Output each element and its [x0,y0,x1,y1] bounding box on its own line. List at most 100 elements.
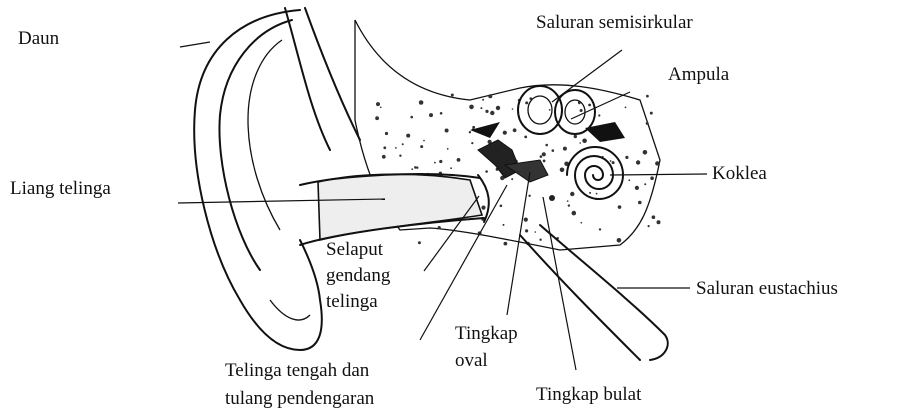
bone-speckle [490,111,494,115]
bone-speckle [503,131,507,135]
cochlea-drawing [549,147,623,201]
bone-speckle [399,155,401,157]
label-selaput-gendang-telinga: Selaput gendang telinga [326,237,390,315]
bone-speckle [385,132,388,135]
leader-tingkap-bulat [543,197,576,370]
bone-speckle [589,192,591,194]
bone-speckle [376,102,380,106]
bone-speckle [420,145,423,148]
bone-speckle [525,229,528,232]
bone-speckle [567,200,569,202]
bone-speckle [574,135,577,138]
bone-speckle [646,95,649,98]
bone-speckle [524,136,527,139]
label-tingkap-bulat: Tingkap bulat [536,384,641,406]
bone-speckle [655,161,659,165]
bone-speckle [643,150,648,155]
bone-speckle [580,109,583,112]
bone-speckle [411,168,413,170]
bone-speckle [598,114,600,116]
bone-speckle [610,160,612,162]
bone-speckle [383,146,386,149]
label-tingkap-oval-line2: oval [455,347,518,374]
bone-speckle [596,193,598,195]
bone-speckle [524,218,528,222]
bone-speckle [488,94,492,98]
label-selaput-line2: gendang [326,263,390,289]
bone-speckle [423,140,425,142]
bone-speckle [638,201,642,205]
bone-speckle [375,116,379,120]
bone-speckle [500,205,503,208]
bone-speckle [579,142,581,144]
bone-speckle [503,224,505,226]
bone-speckle [438,226,441,229]
label-selaput-line3: telinga [326,289,390,315]
bone-speckle [440,112,443,115]
bone-speckle [570,192,574,196]
bone-speckle [650,112,653,115]
bone-speckle [445,129,449,133]
bone-speckle [599,228,601,230]
bone-speckle [628,179,630,181]
bone-speckle [542,152,546,156]
bone-speckle [657,220,661,224]
bone-speckle [382,155,386,159]
eustachian-tube-drawing [520,225,668,360]
label-selaput-line1: Selaput [326,237,390,263]
bone-speckle [496,106,500,110]
bone-speckle [549,109,551,111]
bone-speckle [410,116,413,119]
bone-speckle [469,105,474,110]
bone-speckle [572,211,577,216]
ear-canal-drawing [300,174,484,245]
bone-speckle [451,94,454,97]
label-tingkap-oval-line1: Tingkap [455,320,518,347]
bone-speckle [635,186,639,190]
bone-speckle [540,155,543,158]
bone-speckle [535,231,537,233]
bone-speckle [447,148,449,150]
bone-speckle [545,144,548,147]
bone-speckle [552,149,555,152]
label-telinga-tengah-line1: Telinga tengah dan [225,357,374,385]
bone-speckle [457,158,461,162]
bone-speckle [513,128,517,132]
bone-speckle [528,195,530,197]
bone-speckle [485,110,488,113]
bone-speckle [525,101,528,104]
bone-speckle [395,147,397,149]
label-saluran-semisirkular: Saluran semisirkular [536,12,693,34]
bone-speckle [568,204,570,206]
bone-speckle [380,107,382,109]
bone-speckle [480,107,482,109]
label-ampula: Ampula [668,64,729,86]
label-telinga-tengah: Telinga tengah dan tulang pendengaran [225,357,374,413]
bone-speckle [646,122,649,125]
bone-speckle [644,183,646,185]
bone-speckle [429,113,433,117]
bone-speckle [581,222,583,224]
label-tingkap-oval: Tingkap oval [455,320,518,374]
bone-speckle [617,238,622,243]
bone-speckle [648,225,650,227]
label-koklea: Koklea [712,163,767,185]
leader-daun [180,42,210,47]
bone-speckle [636,160,640,164]
bone-speckle [650,176,654,180]
bone-speckle [582,139,587,144]
bone-speckle [511,178,513,180]
leader-koklea [610,174,707,175]
label-liang-telinga: Liang telinga [10,178,111,200]
bone-speckle [434,162,436,164]
bone-speckle [482,99,484,101]
bone-speckle [419,100,424,105]
bone-speckle [625,156,628,159]
bone-speckle [418,241,421,244]
bone-speckle [618,205,622,209]
bone-speckle [402,143,404,145]
bone-speckle [439,160,442,163]
bone-speckle [485,170,488,173]
semicircular-canals-drawing [518,86,595,134]
